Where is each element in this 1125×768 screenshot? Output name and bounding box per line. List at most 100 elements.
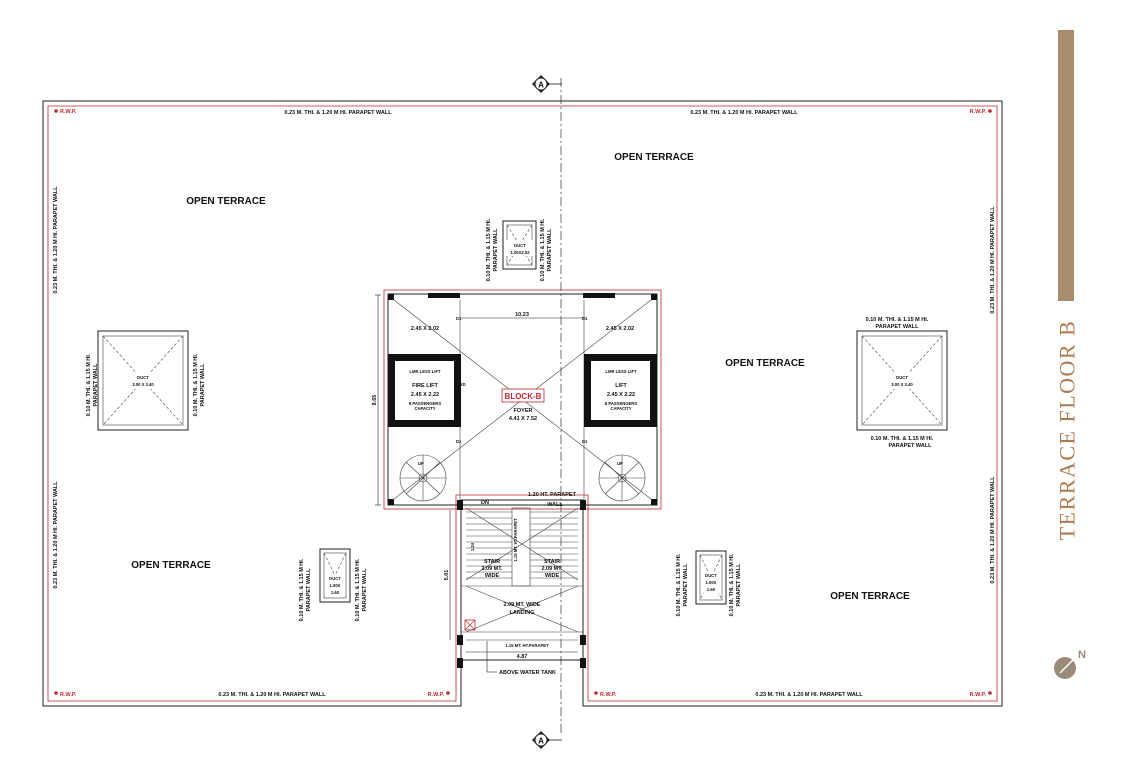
svg-text:0.10 M. THI. & 1.15 M HI.: 0.10 M. THI. & 1.15 M HI. [355,558,361,621]
svg-text:1.15 MT. HT.PARAPET: 1.15 MT. HT.PARAPET [505,643,549,648]
svg-text:STAIR: STAIR [544,559,560,565]
svg-text:PARAPET WALL: PARAPET WALL [547,228,553,272]
svg-text:PARAPET WALL: PARAPET WALL [889,443,933,449]
svg-text:0.10 M. THI. & 1.15 M HI.: 0.10 M. THI. & 1.15 M HI. [193,353,199,416]
svg-text:R.W.P.: R.W.P. [428,692,445,698]
svg-text:DUCT: DUCT [329,576,341,581]
svg-text:FOYER: FOYER [514,408,533,414]
svg-text:0.10 M. THI. & 1.15 M HI.: 0.10 M. THI. & 1.15 M HI. [299,558,305,621]
svg-text:OPEN TERRACE: OPEN TERRACE [614,152,694,163]
svg-text:0.23 M. THI. & 1.20 M HI. PARA: 0.23 M. THI. & 1.20 M HI. PARAPET WALL [284,110,392,116]
svg-text:PARAPET WALL: PARAPET WALL [736,563,742,607]
svg-text:PARAPET WALL: PARAPET WALL [362,568,368,612]
svg-text:FRD: FRD [457,382,466,387]
svg-text:CAPACITY: CAPACITY [414,406,435,411]
duct-top: DUCT 1.00X2.52 0.10 M. THI. & 1.15 M HI.… [486,218,553,281]
open-terrace-labels: OPEN TERRACE OPEN TERRACE OPEN TERRACE O… [131,152,910,602]
svg-text:PARAPET WALL: PARAPET WALL [876,324,920,330]
parapet-120-label-2: WALL [547,502,563,508]
svg-text:LIFT: LIFT [615,383,627,389]
svg-text:A: A [538,737,544,746]
svg-text:0.10 M. THI. & 1.15 M HI.: 0.10 M. THI. & 1.15 M HI. [486,218,492,281]
svg-text:8 PASSENGERS: 8 PASSENGERS [605,401,637,406]
svg-text:PARAPET WALL: PARAPET WALL [93,363,99,407]
svg-text:A: A [538,81,544,90]
svg-text:LMR LESS LIFT: LMR LESS LIFT [605,369,637,374]
svg-text:UP: UP [418,461,424,466]
svg-text:DUCT: DUCT [896,375,908,380]
svg-text:3.00 X 3.40: 3.00 X 3.40 [891,382,913,387]
passenger-lift: LMR LESS LIFT LIFT 2.45 X 2.22 8 PASSENG… [584,354,657,427]
svg-text:WIDE: WIDE [545,573,560,579]
svg-text:2.09 MT.: 2.09 MT. [481,566,503,572]
parapet-120-label: 1.20 HT. PARAPET [528,492,577,498]
svg-text:DUCT: DUCT [705,573,717,578]
svg-text:2.09 MT. WIDE: 2.09 MT. WIDE [504,602,541,608]
svg-text:1.24: 1.24 [470,542,475,551]
svg-text:4.87: 4.87 [517,654,528,660]
accent-bar [1058,30,1074,301]
svg-text:R.W.P.: R.W.P. [60,109,77,115]
svg-text:0.23 M. THI. & 1.20 M HI. PARA: 0.23 M. THI. & 1.20 M HI. PARAPET WALL [755,692,863,698]
outer-parapet-labels: 0.23 M. THI. & 1.20 M HI. PARAPET WALL 0… [53,110,996,698]
duct-small-right: DUCT 1.00X 1.60 0.10 M. THI. & 1.15 M HI… [676,550,742,616]
fire-lift: LMR LESS LIFT FIRE LIFT 2.45 X 2.22 8 PA… [388,354,461,427]
svg-text:1.60: 1.60 [707,587,716,592]
svg-text:4.41 X 7.52: 4.41 X 7.52 [509,416,537,422]
svg-text:STAIR: STAIR [484,559,500,565]
north-arrow-icon: N [1054,649,1086,679]
svg-text:5.01: 5.01 [444,570,450,581]
north-label: N [1078,649,1086,661]
svg-text:2.45 X 2.02: 2.45 X 2.02 [411,326,439,332]
svg-text:R.W.P.: R.W.P. [970,692,987,698]
svg-text:OPEN TERRACE: OPEN TERRACE [131,560,211,571]
svg-text:3.00 X 3.40: 3.00 X 3.40 [132,382,154,387]
svg-text:PARAPET WALL: PARAPET WALL [306,568,312,612]
svg-text:ABOVE WATER TANK: ABOVE WATER TANK [499,670,556,676]
svg-text:0.10 M. THI. & 1.15 M HI.: 0.10 M. THI. & 1.15 M HI. [86,353,92,416]
svg-text:R.W.P.: R.W.P. [60,692,77,698]
svg-text:FIRE LIFT: FIRE LIFT [412,383,438,389]
svg-text:0.23 M. THI. & 1.20 M HI. PARA: 0.23 M. THI. & 1.20 M HI. PARAPET WALL [218,692,326,698]
svg-text:0.23 M. THI. & 1.20 M HI. PARA: 0.23 M. THI. & 1.20 M HI. PARAPET WALL [690,110,798,116]
spiral-stair-left: UP [399,454,447,502]
svg-text:0.10 M. THI. & 1.15 M HI.: 0.10 M. THI. & 1.15 M HI. [866,317,929,323]
svg-text:D1: D1 [456,439,462,444]
section-marker-top: A [532,75,562,93]
svg-text:D1: D1 [456,316,462,321]
duct-large-left: DUCT 3.00 X 3.40 0.10 M. THI. & 1.15 M H… [86,330,206,431]
svg-text:0.23 M. THI. & 1.20 M HI. PARA: 0.23 M. THI. & 1.20 M HI. PARAPET WALL [990,206,996,314]
svg-text:DUCT: DUCT [137,375,149,380]
svg-text:PARAPET WALL: PARAPET WALL [683,563,689,607]
svg-text:DN: DN [481,500,489,506]
svg-text:0.23 M. THI. & 1.20 M HI. PARA: 0.23 M. THI. & 1.20 M HI. PARAPET WALL [53,186,59,294]
svg-text:8 PASSENGERS: 8 PASSENGERS [409,401,441,406]
svg-text:0.10 M. THI. & 1.15 M HI.: 0.10 M. THI. & 1.15 M HI. [729,553,735,616]
svg-text:PARAPET WALL: PARAPET WALL [200,363,206,407]
svg-text:BLOCK-B: BLOCK-B [505,392,542,401]
svg-text:0.10 M. THI. & 1.15 M HI.: 0.10 M. THI. & 1.15 M HI. [871,436,934,442]
svg-text:1.00X2.52: 1.00X2.52 [510,250,530,255]
svg-text:LMR LESS LIFT: LMR LESS LIFT [409,369,441,374]
svg-text:0.10 M. THI. & 1.15 M HI.: 0.10 M. THI. & 1.15 M HI. [676,553,682,616]
spiral-stair-right: UP [598,454,646,502]
svg-text:1.60: 1.60 [331,590,340,595]
svg-text:1.15 MT. HT.PARAPET: 1.15 MT. HT.PARAPET [513,518,518,562]
svg-text:OPEN TERRACE: OPEN TERRACE [186,196,266,207]
duct-large-right: DUCT 3.00 X 3.40 0.10 M. THI. & 1.15 M H… [856,317,948,449]
svg-text:8.65: 8.65 [372,395,378,406]
block-label: BLOCK-B FOYER 4.41 X 7.52 [501,388,545,422]
duct-small-left: DUCT 1.00X 1.60 0.10 M. THI. & 1.15 M HI… [299,548,368,621]
stair-well: DN 1.15 MT. HT.PARAPET STAIR 2.09 MT. WI… [444,499,586,676]
svg-text:UP: UP [617,461,623,466]
svg-text:WIDE: WIDE [485,573,500,579]
svg-text:1.00X: 1.00X [330,583,341,588]
svg-text:R.W.P.: R.W.P. [970,109,987,115]
svg-text:0.23 M. THI. & 1.20 M HI. PARA: 0.23 M. THI. & 1.20 M HI. PARAPET WALL [990,476,996,584]
svg-text:CAPACITY: CAPACITY [610,406,631,411]
svg-text:DUCT: DUCT [514,243,526,248]
svg-text:D1: D1 [582,439,588,444]
svg-text:2.45 X 2.22: 2.45 X 2.22 [607,392,635,398]
svg-text:2.45 X 2.02: 2.45 X 2.02 [606,326,634,332]
svg-text:0.23 M. THI. & 1.20 M HI. PARA: 0.23 M. THI. & 1.20 M HI. PARAPET WALL [53,481,59,589]
